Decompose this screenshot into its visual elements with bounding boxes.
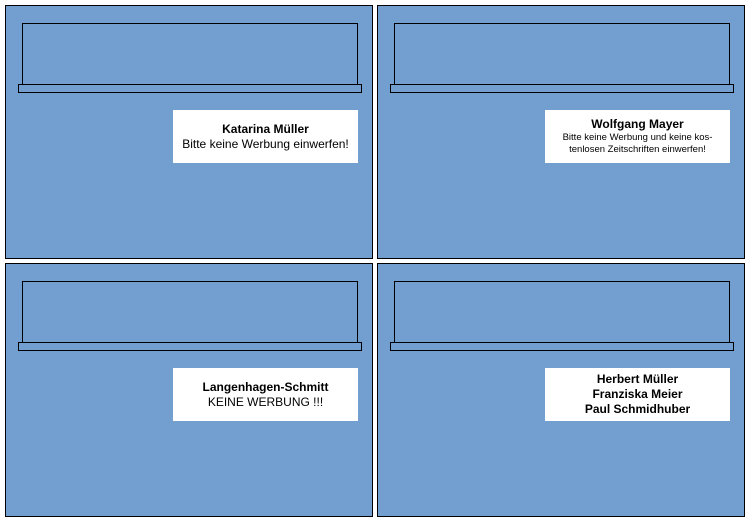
label-note: KEINE WERBUNG !!!: [207, 394, 324, 409]
resident-name: Franziska Meier: [592, 387, 683, 401]
mail-slot-flap[interactable]: [18, 342, 362, 351]
mailbox-4: Herbert Müller Franziska Meier Paul Schm…: [377, 263, 745, 517]
resident-name: Langenhagen-Schmitt: [202, 379, 329, 394]
label-note-line-2: tenlosen Zeitschriften einwerfen!: [569, 144, 706, 155]
mail-slot-window: [22, 23, 358, 85]
name-label: Herbert Müller Franziska Meier Paul Schm…: [545, 368, 730, 421]
mail-slot-flap[interactable]: [390, 342, 734, 351]
label-note-line-1: Bitte keine Werbung und keine kos-: [562, 132, 713, 143]
resident-name: Wolfgang Mayer: [591, 117, 684, 131]
name-label: Langenhagen-Schmitt KEINE WERBUNG !!!: [173, 368, 358, 421]
name-label: Katarina Müller Bitte keine Werbung einw…: [173, 110, 358, 163]
resident-name: Paul Schmidhuber: [584, 402, 691, 416]
label-note: Bitte keine Werbung einwerfen!: [182, 136, 349, 151]
name-label: Wolfgang Mayer Bitte keine Werbung und k…: [545, 110, 730, 163]
mail-slot-flap[interactable]: [18, 84, 362, 93]
mail-slot-flap[interactable]: [390, 84, 734, 93]
mailbox-3: Langenhagen-Schmitt KEINE WERBUNG !!!: [5, 263, 373, 517]
mail-slot-window: [22, 281, 358, 343]
mail-slot-window: [394, 281, 730, 343]
mail-slot-window: [394, 23, 730, 85]
mailbox-2: Wolfgang Mayer Bitte keine Werbung und k…: [377, 5, 745, 259]
resident-name: Katarina Müller: [222, 121, 309, 136]
mailbox-1: Katarina Müller Bitte keine Werbung einw…: [5, 5, 373, 259]
resident-name: Herbert Müller: [596, 372, 679, 386]
